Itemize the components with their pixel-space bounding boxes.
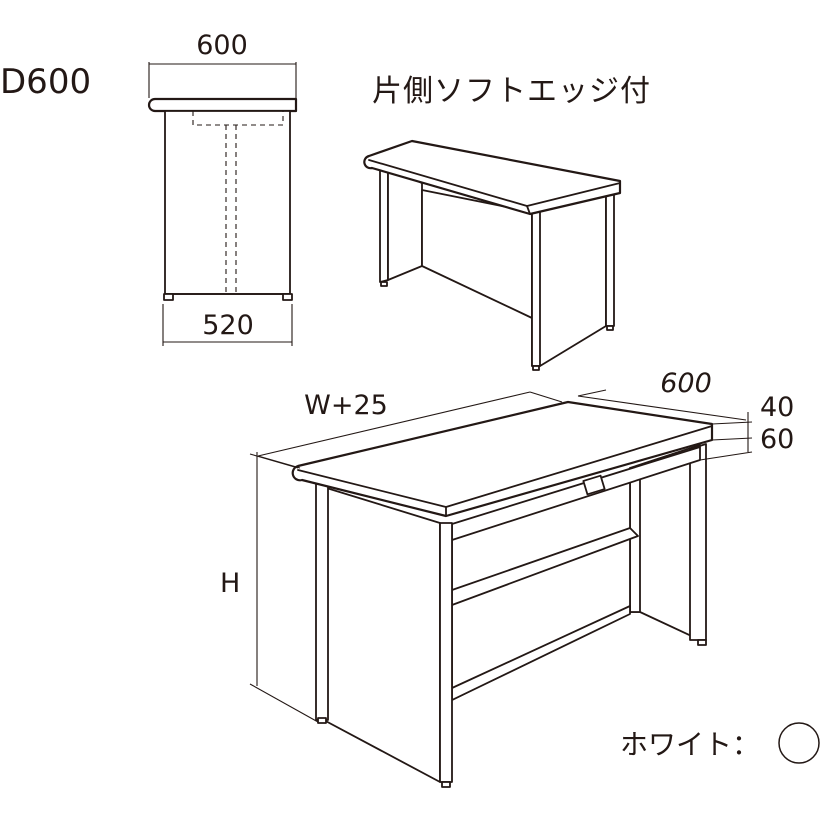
small-desktop-corner [526,205,531,215]
side-desktop [147,97,298,113]
color-label: ホワイト： [620,728,760,761]
large-right-leg [689,443,707,641]
thick-ext-top [711,421,753,425]
small-foot-3 [606,325,614,331]
white-color-swatch [778,722,820,764]
large-left-leg-back [315,483,329,721]
side-top-width-label: 600 [196,30,248,61]
height-ext-top [249,453,299,469]
large-left-panel [319,485,441,783]
side-panel [164,110,291,295]
height-ext-bottom [249,683,319,723]
feature-label: 片側ソフトエッジ付 [372,74,651,109]
depth-dim-line [577,395,747,421]
small-right-panel [531,193,607,367]
side-foot-left [163,293,174,301]
depth-code-label: D600 [0,62,91,102]
apron-height-label: 60 [760,424,794,455]
width-label: W+25 [304,390,388,421]
small-foot-1 [380,281,388,287]
small-foot-2 [532,365,540,371]
small-desk-perspective [363,139,622,371]
side-view: 600 520 [147,30,298,346]
large-foot-3 [697,639,707,646]
small-right-leg-front [531,211,541,367]
small-left-leg-front [379,167,389,283]
thick-ext-mid [711,437,753,441]
top-thickness-label: 40 [760,392,794,423]
width-ext-right [529,391,563,403]
side-bottom-width-label: 520 [202,310,254,341]
large-left-leg-front [439,522,453,783]
small-left-panel [387,167,423,281]
large-foot-2 [441,781,451,788]
side-foot-right [282,293,293,301]
large-apron-clip [582,474,606,496]
depth-label: 600 [660,368,712,399]
large-desk-perspective: W+25 600 40 60 H [220,368,794,788]
large-right-panel-edge [629,467,641,613]
small-right-leg-back [605,193,615,327]
side-apron-hidden [192,111,284,126]
large-foot-1 [317,717,327,724]
thick-ext-bottom [699,451,753,461]
width-dim-line [257,391,531,457]
depth-ext-left [577,389,607,397]
height-label: H [220,568,240,599]
small-desktop [363,139,622,216]
